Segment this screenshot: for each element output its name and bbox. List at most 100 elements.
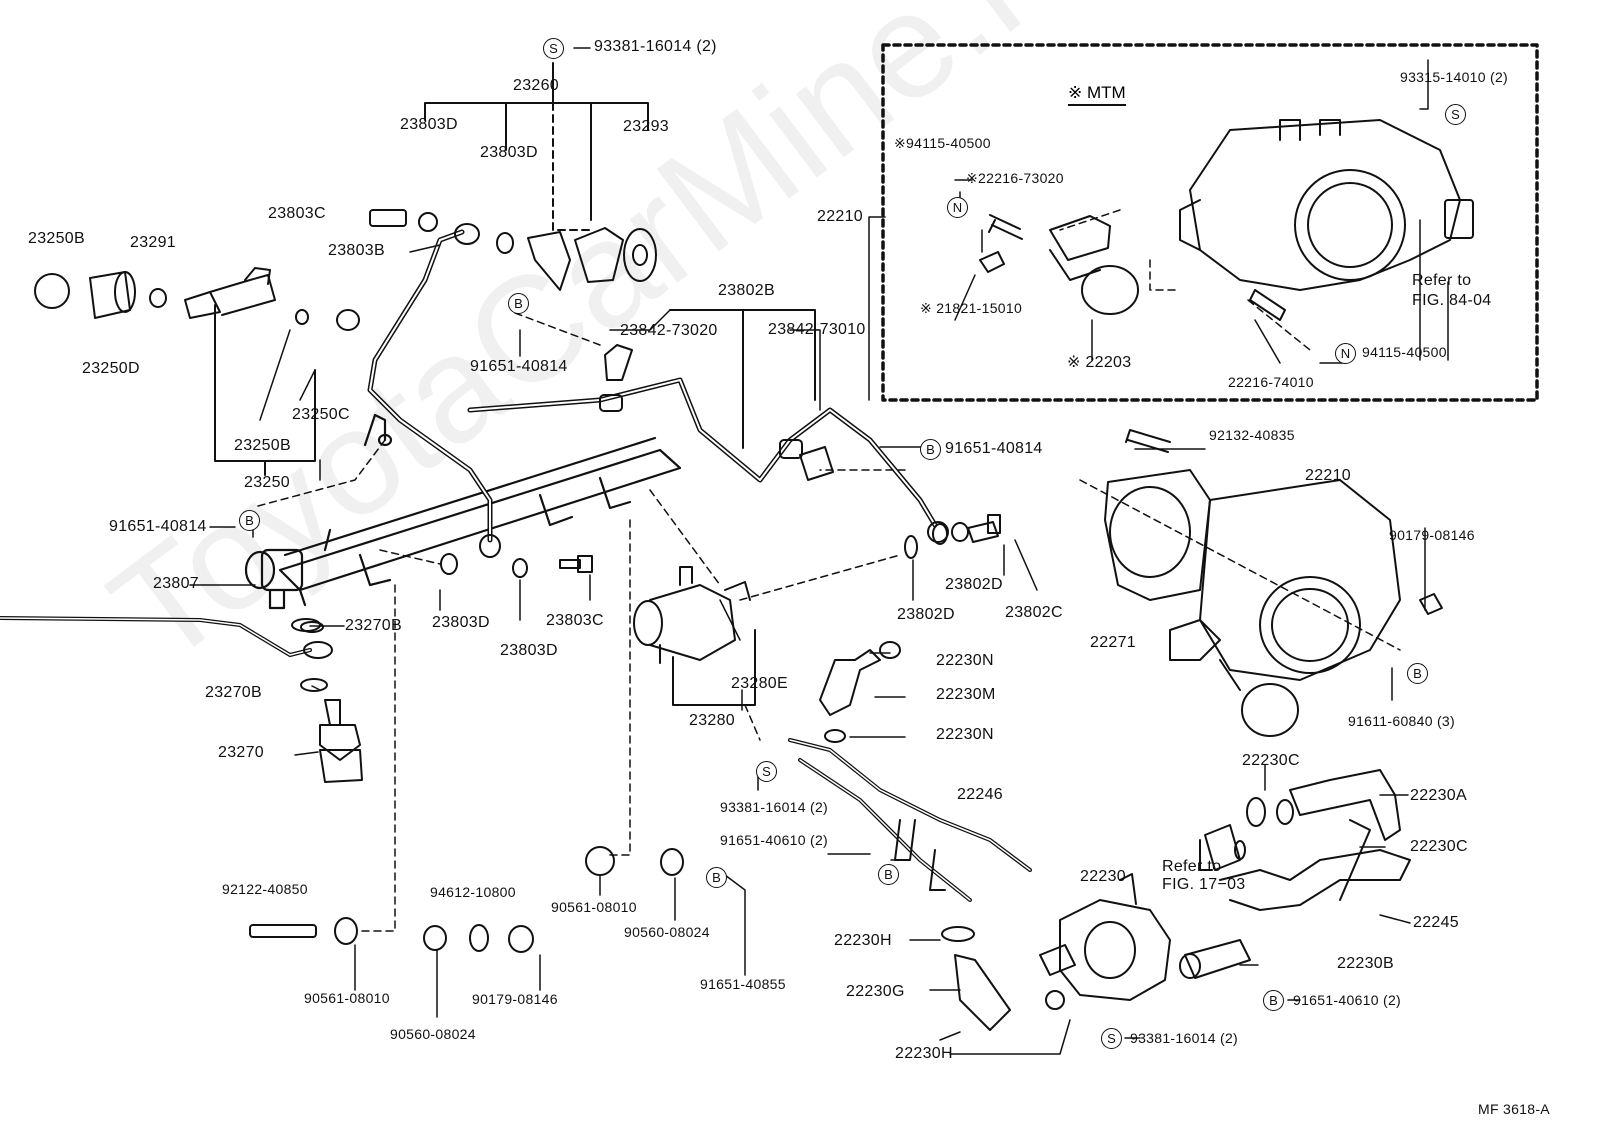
label-23291: 23291 xyxy=(130,234,176,251)
fasteners-drawing xyxy=(249,514,1001,953)
marker-n-1: N xyxy=(947,197,968,218)
marker-b-6: B xyxy=(1263,990,1284,1011)
label-91651-40855: 91651-40855 xyxy=(700,976,786,992)
label-22216-73020: ※22216-73020 xyxy=(966,170,1064,186)
mtm-title: ※ MTM xyxy=(1068,83,1126,106)
label-93381-16014-top: 93381-16014 (2) xyxy=(594,38,717,55)
label-22230: 22230 xyxy=(1080,868,1126,885)
label-90561-08010-a: 90561-08010 xyxy=(304,990,390,1006)
label-91651-40814-b: 91651-40814 xyxy=(109,518,207,535)
label-23270: 23270 xyxy=(218,744,264,761)
refer-fig-84-line2: FIG. 84-04 xyxy=(1412,292,1492,309)
label-22230H-b: 22230H xyxy=(895,1045,953,1062)
label-23250B-mid: 23250B xyxy=(234,437,291,454)
label-90179-08146-a: 90179-08146 xyxy=(472,991,558,1007)
refer-fig-17-line2: FIG. 17−03 xyxy=(1162,876,1246,893)
marker-b-4: B xyxy=(878,864,899,885)
marker-s-bot: S xyxy=(1101,1028,1122,1049)
label-23802D-b: 23802D xyxy=(897,606,955,623)
label-94115-40500-b: 94115-40500 xyxy=(1362,344,1447,360)
label-22230B: 22230B xyxy=(1337,955,1394,972)
mtm-box xyxy=(881,43,1539,402)
label-93381-16014-mid: 93381-16014 (2) xyxy=(720,799,829,815)
fuel-pipe-23802B xyxy=(467,377,938,528)
label-94612-10800: 94612-10800 xyxy=(430,884,516,900)
label-91611-60840: 91611-60840 (3) xyxy=(1348,713,1455,729)
label-93381-16014-bot: 93381-16014 (2) xyxy=(1130,1030,1239,1046)
label-23803D-a: 23803D xyxy=(400,116,458,133)
label-22210-tb: 22210 xyxy=(1305,467,1351,484)
label-22246: 22246 xyxy=(957,786,1003,803)
label-22230A: 22230A xyxy=(1410,787,1467,804)
marker-b-1: B xyxy=(508,293,529,314)
label-91651-40814-a: 91651-40814 xyxy=(470,358,568,375)
throttle-body-drawing xyxy=(1104,429,1443,737)
label-22245: 22245 xyxy=(1413,914,1459,931)
label-23260: 23260 xyxy=(513,77,559,94)
hoses-drawing xyxy=(788,641,1411,1031)
label-23803B: 23803B xyxy=(328,242,385,259)
label-23250B-top: 23250B xyxy=(28,230,85,247)
label-23802D-a: 23802D xyxy=(945,576,1003,593)
marker-s-top: S xyxy=(543,38,564,59)
label-23250: 23250 xyxy=(244,474,290,491)
label-90179-08146-b: 90179-08146 xyxy=(1389,527,1475,543)
label-22210-box: 22210 xyxy=(817,208,863,225)
label-92132-40835: 92132-40835 xyxy=(1209,427,1295,443)
label-22230C-b: 22230C xyxy=(1410,838,1468,855)
label-91651-40610-b: 91651-40610 (2) xyxy=(1293,992,1402,1008)
label-23250C: 23250C xyxy=(292,406,350,423)
label-22230N-b: 22230N xyxy=(936,726,994,743)
label-23842-73020: 23842-73020 xyxy=(620,322,718,339)
label-90561-08010-b: 90561-08010 xyxy=(551,899,637,915)
pressure-regulator-drawing xyxy=(633,566,751,664)
label-23280E: 23280E xyxy=(731,675,788,692)
label-23803D-b: 23803D xyxy=(480,144,538,161)
marker-b-5: B xyxy=(706,867,727,888)
label-23293: 23293 xyxy=(623,118,669,135)
bracket-23250 xyxy=(214,304,316,476)
label-22271: 22271 xyxy=(1090,634,1136,651)
label-23803C-mid: 23803C xyxy=(546,612,604,629)
bracket-23260 xyxy=(424,102,649,221)
label-22230C-a: 22230C xyxy=(1242,752,1300,769)
label-90560-08024-b: 90560-08024 xyxy=(624,924,710,940)
label-23802C: 23802C xyxy=(1005,604,1063,621)
label-22230N-a: 22230N xyxy=(936,652,994,669)
label-23270B-b: 23270B xyxy=(205,684,262,701)
figure-code: MF 3618-A xyxy=(1478,1101,1550,1117)
label-91651-40610-a: 91651-40610 (2) xyxy=(720,832,829,848)
label-23270B-a: 23270B xyxy=(345,617,402,634)
label-91651-40814-c: 91651-40814 xyxy=(945,440,1043,457)
bracket-23280 xyxy=(672,629,756,706)
label-22203: ※ 22203 xyxy=(1067,354,1132,371)
fuel-rail-drawing xyxy=(244,413,682,610)
label-23250D: 23250D xyxy=(82,360,140,377)
marker-s-mtm: S xyxy=(1445,104,1466,125)
injector-drawing xyxy=(34,209,657,331)
label-22216-74010: 22216-74010 xyxy=(1228,374,1314,390)
label-23803D-d: 23803D xyxy=(500,642,558,659)
leader-lines xyxy=(189,47,1449,1055)
label-94115-40500-a: ※94115-40500 xyxy=(894,135,991,151)
label-22230G: 22230G xyxy=(846,983,905,1000)
refer-fig-17-line1: Refer to xyxy=(1162,858,1222,875)
label-90560-08024-a: 90560-08024 xyxy=(390,1026,476,1042)
label-23280: 23280 xyxy=(689,712,735,729)
label-23807: 23807 xyxy=(153,575,199,592)
refer-fig-84-line1: Refer to xyxy=(1412,272,1472,289)
label-93315-14010: 93315-14010 (2) xyxy=(1400,69,1509,85)
bracket-23802B xyxy=(669,309,816,449)
mtm-throttle-drawing xyxy=(979,119,1474,321)
fuel-sensor-drawing xyxy=(0,616,363,783)
marker-b-7: B xyxy=(1407,663,1428,684)
label-92122-40850: 92122-40850 xyxy=(222,881,308,897)
marker-b-2: B xyxy=(239,510,260,531)
label-23842-73010: 23842-73010 xyxy=(768,321,866,338)
marker-s-mid: S xyxy=(756,761,777,782)
label-23802B: 23802B xyxy=(718,282,775,299)
label-23803C-top: 23803C xyxy=(268,205,326,222)
label-22230M: 22230M xyxy=(936,686,996,703)
